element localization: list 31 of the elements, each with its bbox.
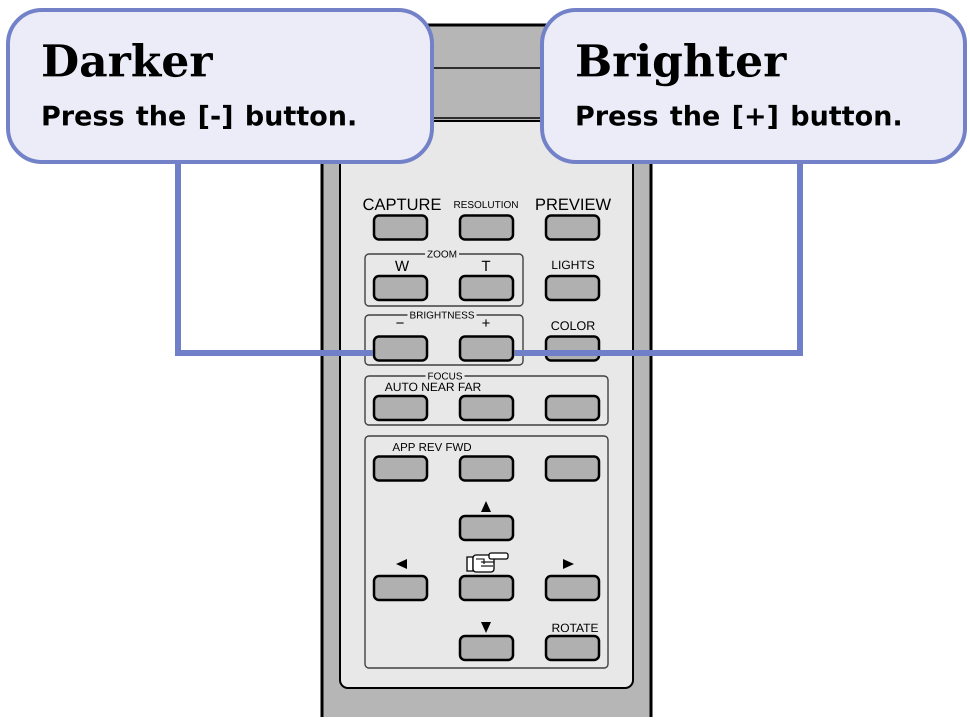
leader-line	[175, 164, 373, 356]
callout-box	[540, 8, 968, 164]
button-label: +	[482, 319, 490, 327]
remote-button	[544, 574, 600, 602]
button-label: −	[396, 322, 404, 324]
remote-button	[458, 514, 514, 542]
remote-button	[458, 394, 514, 422]
button-label: APP REV FWD	[392, 443, 472, 451]
remote-button	[372, 574, 428, 602]
remote-button	[372, 455, 428, 482]
button-label: PREVIEW	[536, 198, 611, 210]
button-label: LIGHTS	[552, 260, 594, 270]
callout-heading: Brighter	[577, 43, 787, 86]
callout-text: Press the [-] button.	[44, 104, 354, 129]
button-label: W	[395, 260, 410, 271]
callout-text: Press the [+] button.	[578, 104, 900, 129]
callout-box	[6, 8, 434, 164]
button-label: AUTO NEAR FAR	[384, 382, 481, 392]
button-label: T	[482, 260, 490, 271]
remote-button	[372, 394, 428, 422]
button-label: COLOR	[551, 321, 595, 330]
remote-button	[458, 634, 514, 662]
leader-line	[514, 164, 803, 356]
button-label: RESOLUTION	[454, 201, 518, 208]
remote-button	[458, 574, 514, 602]
remote-button	[458, 455, 514, 482]
button-label: ROTATE	[552, 624, 598, 632]
callout-heading: Darker	[43, 43, 213, 78]
button-label: CAPTURE	[363, 198, 441, 210]
remote-button	[544, 394, 600, 422]
remote-button	[544, 455, 600, 482]
